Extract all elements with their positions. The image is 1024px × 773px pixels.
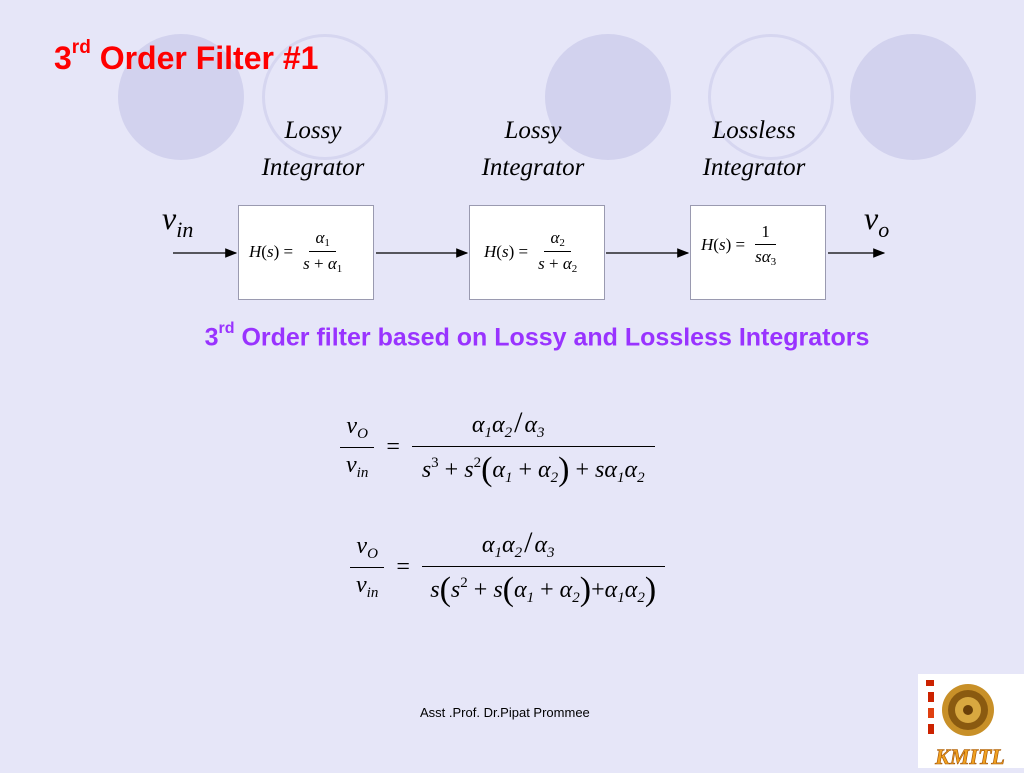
svg-text:KMITL: KMITL [934,744,1005,768]
decor-ring [262,34,388,160]
decor-circle [850,34,976,160]
equation-factored: vO vin = α1α2/α3 s(s2 + s(α1 + α2)+α1α2) [350,526,665,609]
transfer-function-2: H(s) = α2 s + α2 [484,228,578,275]
footer-author: Asst .Prof. Dr.Pipat Prommee [420,705,590,720]
decor-circle [118,34,244,160]
transfer-function-1: H(s) = α1 s + α1 [249,228,343,275]
decor-ring [708,34,834,160]
stage-block-3: H(s) = 1 sα3 [690,205,826,300]
stage-block-1: H(s) = α1 s + α1 [238,205,374,300]
stage-block-2: H(s) = α2 s + α2 [469,205,605,300]
output-signal-label: vo [864,200,890,242]
transfer-function-3: H(s) = 1 sα3 [701,222,777,268]
diagram-caption: 3rd Order filter based on Lossy and Loss… [204,320,870,352]
decor-circle [545,34,671,160]
page-title: 3rd Order Filter #1 [54,37,319,76]
kmitl-logo: KMITL [918,674,1024,769]
input-signal-label: vin [162,200,194,242]
equation-expanded: vO vin = α1α2/α3 s3 + s2(α1 + α2) + sα1α… [340,406,655,489]
